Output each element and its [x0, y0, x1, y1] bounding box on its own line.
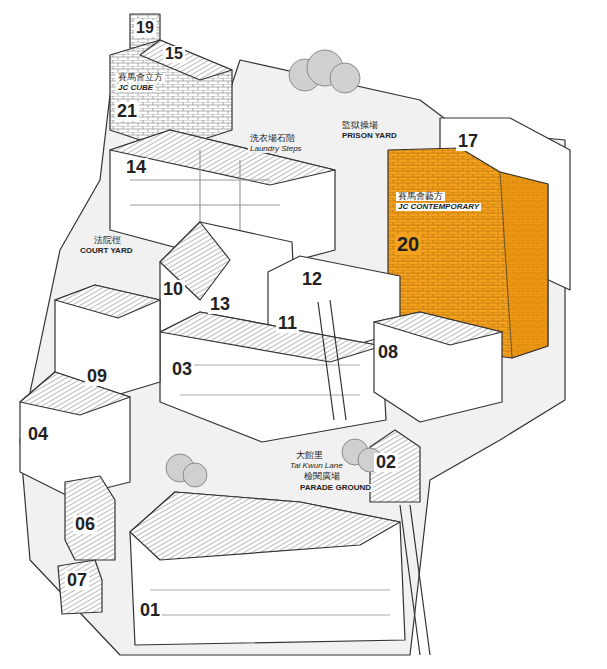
area-label: PRISON YARD	[340, 132, 399, 140]
callout-number: 01	[138, 601, 162, 620]
callout-number: 03	[170, 360, 194, 379]
area-label: 洗衣場石階	[248, 134, 297, 143]
callout-number: 02	[374, 453, 398, 472]
callout-number: 10	[161, 280, 185, 299]
callout-number: 15	[163, 46, 185, 63]
area-label: 檢閱廣場	[302, 472, 342, 481]
callout-number: 12	[300, 270, 324, 289]
callout-number: 04	[26, 425, 50, 444]
callout-number: 21	[115, 102, 139, 121]
callout-number: 08	[376, 343, 400, 362]
callout-number: 06	[73, 515, 97, 534]
area-label: Laundry Steps	[248, 145, 304, 153]
callout-number: 07	[65, 571, 89, 590]
area-label: PARADE GROUND	[298, 484, 373, 492]
callout-number: 11	[276, 314, 299, 333]
callout-number: 17	[456, 132, 480, 151]
callout-number: 14	[124, 158, 148, 177]
callout-number: 09	[85, 367, 109, 386]
area-label: 法院徑	[92, 236, 123, 245]
area-label: 監獄操場	[340, 121, 380, 130]
area-label: 大館里	[294, 451, 325, 460]
callout-number: 19	[134, 20, 156, 37]
area-label: JC CONTEMPORARY	[396, 203, 481, 211]
area-label: JC CUBE	[116, 84, 155, 92]
callout-number: 20	[395, 234, 421, 255]
area-label: COURT YARD	[78, 247, 134, 255]
area-label: 賽馬會藝方	[396, 192, 445, 201]
callout-number: 13	[208, 295, 232, 314]
area-label: 賽馬會立方	[116, 73, 165, 82]
area-label: Tai Kwun Lane	[288, 462, 345, 470]
